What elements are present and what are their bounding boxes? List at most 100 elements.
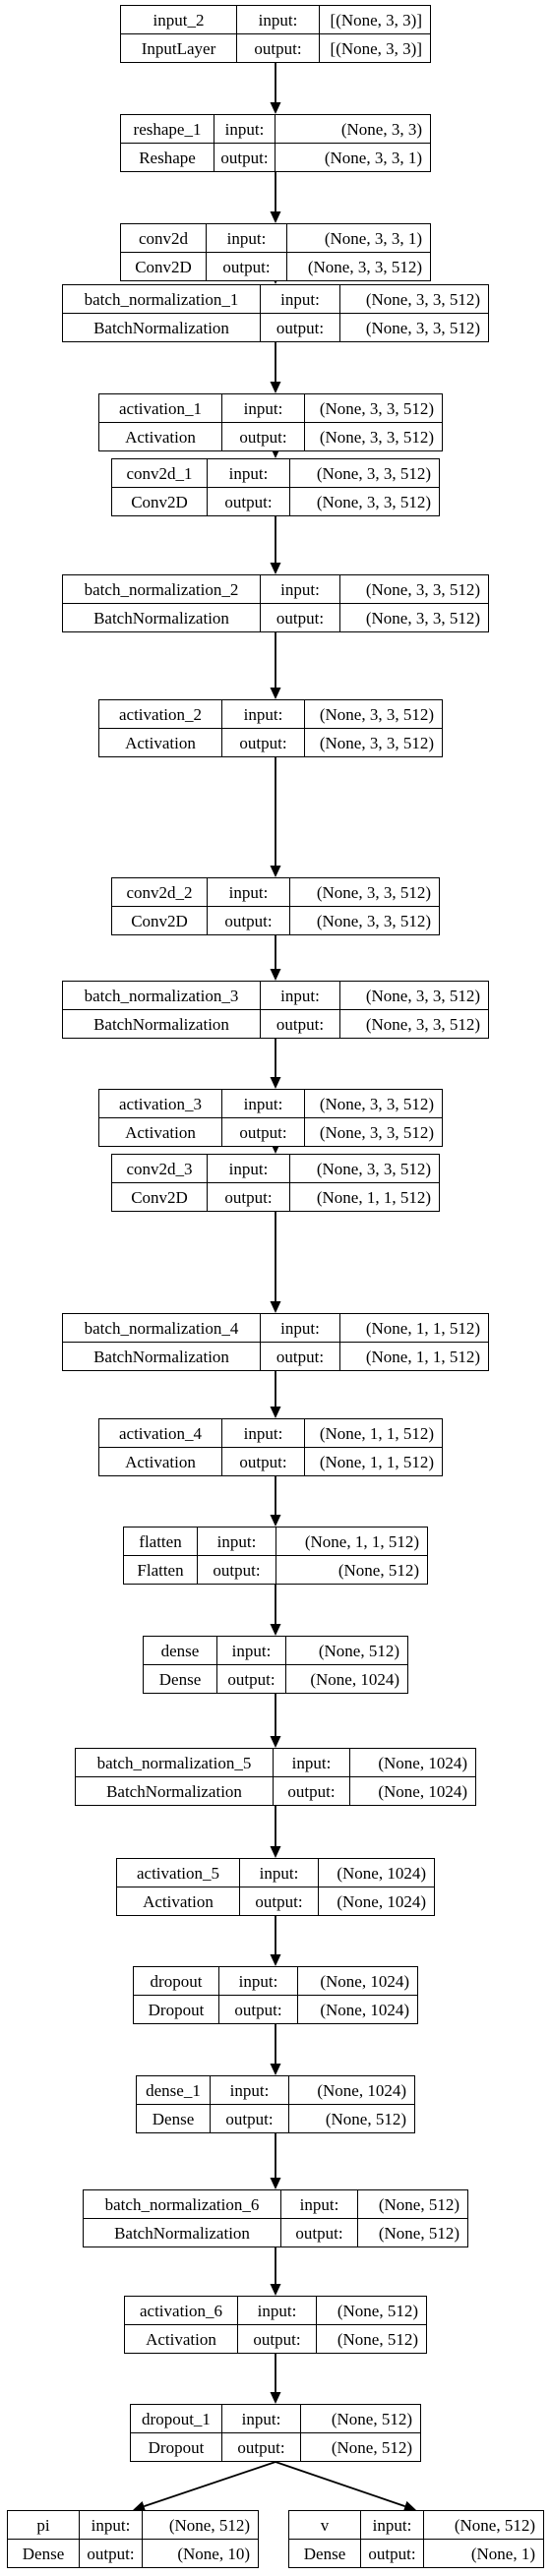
input-label: input:: [222, 700, 304, 729]
layer-name: batch_normalization_4: [63, 1314, 260, 1343]
input-label: input:: [198, 1528, 276, 1556]
input-label: input:: [208, 878, 289, 907]
input-shape: (None, 3, 3, 512): [340, 575, 488, 604]
input-shape: (None, 3, 3, 512): [340, 285, 488, 314]
output-shape: (None, 1, 1, 512): [365, 1347, 480, 1366]
edge-batch-normalization-4-to-activation-4-arrowhead: [270, 1407, 281, 1418]
io-label-column: input:output:: [207, 459, 289, 515]
shape-column: (None, 3, 3)(None, 3, 3, 1): [275, 115, 430, 171]
output-label: output:: [224, 492, 273, 511]
output-label: output:: [87, 2544, 135, 2563]
input-label: input:: [80, 2511, 142, 2540]
edge-batch-normalization-5-to-activation-5-arrowhead: [270, 1846, 281, 1858]
layer-type: Conv2D: [135, 257, 192, 276]
edge-batch-normalization-6-to-activation-6-arrowhead: [270, 2284, 281, 2296]
layer-name: dropout_1: [131, 2405, 221, 2433]
output-label: output:: [276, 608, 325, 628]
io-label-column: input: output:: [236, 6, 319, 62]
io-label-column: input: output:: [210, 2076, 288, 2132]
output-label: output:: [276, 318, 325, 337]
input-label: input:: [361, 2511, 423, 2540]
output-shape: (None, 1024): [378, 1781, 467, 1801]
output-label: output:: [224, 1187, 273, 1207]
layer-type: Conv2D: [131, 1187, 188, 1207]
io-label-column: input: output:: [239, 1859, 318, 1915]
input-shape: (None, 512): [424, 2511, 543, 2540]
input-label: input:: [208, 1155, 289, 1183]
input-label: input:: [261, 982, 339, 1010]
input-shape: (None, 1, 1, 512): [340, 1314, 488, 1343]
edge-dense-1-to-batch-normalization-6-arrowhead: [270, 2178, 281, 2189]
layer-name: activation_4: [99, 1419, 221, 1448]
input-label: input:: [281, 2190, 357, 2219]
shape-column: (None, 512)(None, 10): [142, 2511, 258, 2567]
output-label: output:: [225, 2109, 274, 2128]
edge-activation-2-to-conv2d-2-arrowhead: [270, 866, 281, 877]
input-label: input:: [211, 2076, 288, 2105]
output-label: output:: [213, 1560, 261, 1580]
input-label: input:: [240, 1859, 318, 1887]
input-label: input:: [274, 1749, 349, 1777]
output-shape: (None, 1024): [310, 1669, 399, 1689]
layer-type: Activation: [125, 1122, 196, 1142]
edge-activation-6-to-dropout-1-arrowhead: [270, 2392, 281, 2404]
io-label-column: input:output:: [260, 285, 339, 341]
input-label: input:: [222, 1419, 304, 1448]
shape-column: (None, 3, 3, 512)(None, 1, 1, 512): [289, 1155, 439, 1211]
layer-type: Activation: [125, 427, 196, 447]
output-label: output:: [254, 38, 302, 58]
layer-name: pi: [8, 2511, 79, 2540]
shape-column: (None, 3, 3, 512)(None, 3, 3, 512): [339, 285, 488, 341]
layer-type: InputLayer: [141, 38, 216, 58]
layer-name: conv2d_2: [112, 878, 207, 907]
output-shape: (None, 10): [177, 2544, 250, 2563]
input-label: input:: [237, 6, 319, 34]
layer-name: flatten: [124, 1528, 197, 1556]
output-shape: (None, 1024): [320, 2000, 409, 2019]
edge-dropout-to-dense-1-arrowhead: [270, 2064, 281, 2075]
layer-name: input_2: [121, 6, 236, 34]
edge-dropout-1-to-v: [275, 2461, 405, 2507]
input-shape: (None, 1024): [289, 2076, 414, 2105]
io-label-column: input:output:: [207, 878, 289, 934]
shape-column: (None, 3, 3, 512)(None, 3, 3, 512): [289, 878, 439, 934]
layer-type: Activation: [146, 2329, 216, 2349]
output-label: output:: [222, 257, 271, 276]
input-shape: (None, 1024): [298, 1967, 417, 1996]
io-label-column: input:output:: [237, 2297, 316, 2353]
shape-column: (None, 1024)(None, 1024): [318, 1859, 434, 1915]
layer-name: conv2d: [121, 224, 206, 253]
output-shape: (None, 3, 3, 1): [324, 148, 422, 167]
input-shape: (None, 512): [301, 2405, 420, 2433]
input-label: input:: [222, 1090, 304, 1118]
layer-type: BatchNormalization: [106, 1781, 242, 1801]
shape-column: (None, 512)(None, 1024): [285, 1637, 407, 1693]
io-label-column: input: output:: [273, 1749, 349, 1805]
output-label: output:: [287, 1781, 336, 1801]
output-shape: (None, 3, 3, 512): [319, 1122, 434, 1142]
shape-column: (None, 1024) (None, 1024): [297, 1967, 417, 2023]
io-label-column: input:output:: [260, 575, 339, 631]
output-label: output:: [276, 1347, 325, 1366]
layer-type: Dropout: [148, 2437, 205, 2457]
layer-name: activation_5: [117, 1859, 239, 1887]
output-label: output:: [276, 1014, 325, 1034]
output-shape: (None, 512): [331, 2437, 412, 2457]
output-label: output:: [255, 1891, 303, 1911]
edge-activation-5-to-dropout-arrowhead: [270, 1954, 281, 1966]
